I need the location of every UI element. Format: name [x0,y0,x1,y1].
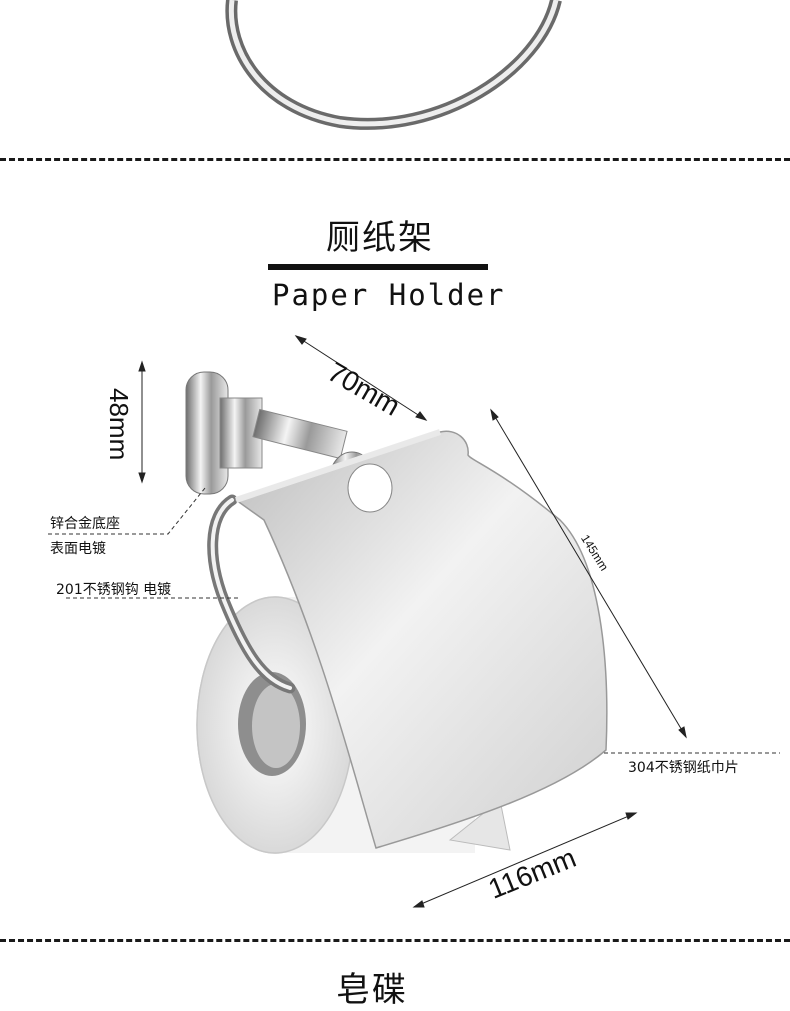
dimension-base-height: 48mm [104,388,134,461]
next-section-title: 皂碟 [336,970,408,1010]
annotation-base-material: 锌合金底座 [50,516,120,532]
leader-lines [48,487,780,754]
dimension-lines [138,335,687,908]
towel-ring-image [225,0,562,130]
section-title-en: Paper Holder [272,278,506,312]
hook-rod [207,494,296,694]
section-divider-top [0,158,790,161]
annotation-base-finish: 表面电镀 [50,541,106,557]
title-underline [268,264,488,270]
section-title-cn: 厕纸架 [326,218,434,258]
cover-plate [234,429,608,849]
annotation-cover-material: 304不锈钢纸巾片 [628,760,739,776]
annotation-hook-material: 201不锈钢钩 电镀 [56,582,172,598]
section-divider-bottom [0,939,790,942]
